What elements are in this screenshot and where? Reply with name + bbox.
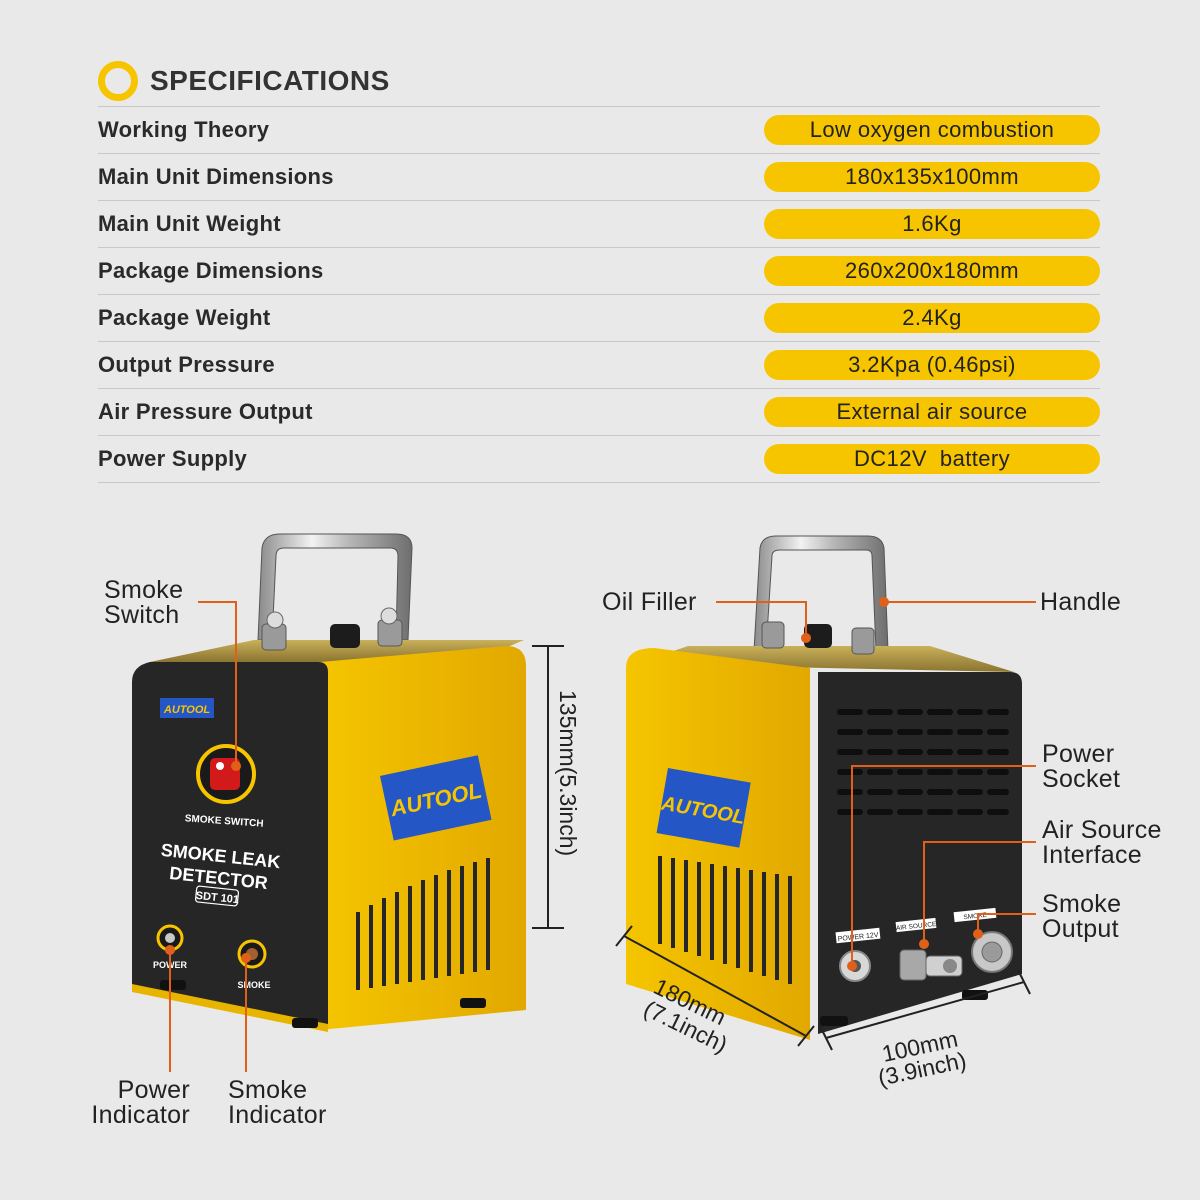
spec-header: SPECIFICATIONS xyxy=(98,60,390,102)
rear-vents xyxy=(837,709,1009,815)
model-label: SDT 101 xyxy=(195,890,239,906)
spec-label: Air Pressure Output xyxy=(98,399,313,424)
circle-bullet-icon xyxy=(98,61,138,101)
spec-value: DC12V battery xyxy=(764,444,1100,474)
spec-row: Air Pressure Output External air source xyxy=(98,388,1100,435)
port-power-label: POWER 12V xyxy=(837,932,879,943)
callout-power-socket-line1: Power xyxy=(1042,740,1115,768)
spec-row: Package Weight 2.4Kg xyxy=(98,294,1100,341)
spec-label: Main Unit Weight xyxy=(98,211,281,236)
callout-smoke-output-line2: Output xyxy=(1042,915,1119,943)
spec-value: 3.2Kpa (0.46psi) xyxy=(764,350,1100,380)
callout-power-socket-line2: Socket xyxy=(1042,765,1121,793)
callout-smoke-switch-line2: Switch xyxy=(104,601,180,629)
callout-handle: Handle xyxy=(1040,590,1121,615)
spec-value: 1.6Kg xyxy=(764,209,1100,239)
spec-value: 2.4Kg xyxy=(764,303,1100,333)
port-smoke-label: SMOKE xyxy=(963,912,988,921)
spec-label: Output Pressure xyxy=(98,352,275,377)
spec-row: Package Dimensions 260x200x180mm xyxy=(98,247,1100,294)
spec-label: Power Supply xyxy=(98,446,248,471)
callout-oil-filler-text: Oil Filler xyxy=(602,588,697,616)
callout-power-indicator: Power Indicator xyxy=(76,1078,190,1128)
oil-filler-cap xyxy=(804,624,832,648)
spec-value: Low oxygen combustion xyxy=(764,115,1100,145)
callout-power-socket: Power Socket xyxy=(1042,742,1120,792)
callout-smoke-output-line1: Smoke xyxy=(1042,890,1122,918)
front-unit: AUTOOL AUTOOL SMOKE SWITCH SMOKE LEAK DE… xyxy=(132,533,526,1032)
spec-row: Output Pressure 3.2Kpa (0.46psi) xyxy=(98,341,1100,388)
side-vents xyxy=(356,858,490,990)
spec-value: 180x135x100mm xyxy=(764,162,1100,192)
air-source-icon xyxy=(899,949,927,981)
spec-label: Package Dimensions xyxy=(98,258,324,283)
port-air-label: AIR SOURCE xyxy=(896,921,938,932)
page-title: SPECIFICATIONS xyxy=(150,65,390,96)
callout-smoke-switch: Smoke Switch xyxy=(104,578,183,628)
callout-smoke-output: Smoke Output xyxy=(1042,892,1121,942)
callout-power-indicator-line1: Power xyxy=(117,1076,190,1104)
spec-row: Main Unit Dimensions 180x135x100mm xyxy=(98,153,1100,200)
callout-oil-filler: Oil Filler xyxy=(602,590,697,615)
smoke-label: SMOKE xyxy=(237,980,270,990)
spec-label: Working Theory xyxy=(98,117,270,142)
oil-cap-front xyxy=(330,624,360,648)
panel-brand-text: AUTOOL xyxy=(163,704,211,716)
callout-smoke-indicator: Smoke Indicator xyxy=(228,1078,327,1128)
callout-air-source: Air Source Interface xyxy=(1042,818,1162,868)
spec-label: Main Unit Dimensions xyxy=(98,164,334,189)
callout-smoke-switch-line1: Smoke xyxy=(104,576,184,604)
callout-air-source-line1: Air Source xyxy=(1042,816,1162,844)
callout-smoke-indicator-line2: Indicator xyxy=(228,1101,327,1129)
height-dim-label: 135mm(5.3inch) xyxy=(555,690,581,856)
spec-table: Working Theory Low oxygen combustion Main… xyxy=(98,106,1100,483)
autool-logo-side xyxy=(380,755,492,841)
spec-label: Package Weight xyxy=(98,305,271,330)
callout-power-indicator-line2: Indicator xyxy=(91,1101,190,1129)
rear-panel xyxy=(818,672,1022,1034)
spec-value: 260x200x180mm xyxy=(764,256,1100,286)
callout-handle-text: Handle xyxy=(1040,588,1122,616)
autool-logo-panel xyxy=(160,698,214,718)
spec-row: Main Unit Weight 1.6Kg xyxy=(98,200,1100,247)
spec-row: Power Supply DC12V battery xyxy=(98,435,1100,483)
callout-air-source-line2: Interface xyxy=(1042,841,1142,869)
callout-smoke-indicator-line1: Smoke xyxy=(228,1076,308,1104)
height-dimension: 135mm(5.3inch) xyxy=(532,645,581,929)
callout-leaders xyxy=(165,597,1036,1072)
switch-label: SMOKE SWITCH xyxy=(184,813,263,829)
back-unit: AUTOOL POWER 12V AIR SOURCE SMOKE xyxy=(626,535,1022,1040)
spec-row: Working Theory Low oxygen combustion xyxy=(98,106,1100,153)
spec-value: External air source xyxy=(764,397,1100,427)
